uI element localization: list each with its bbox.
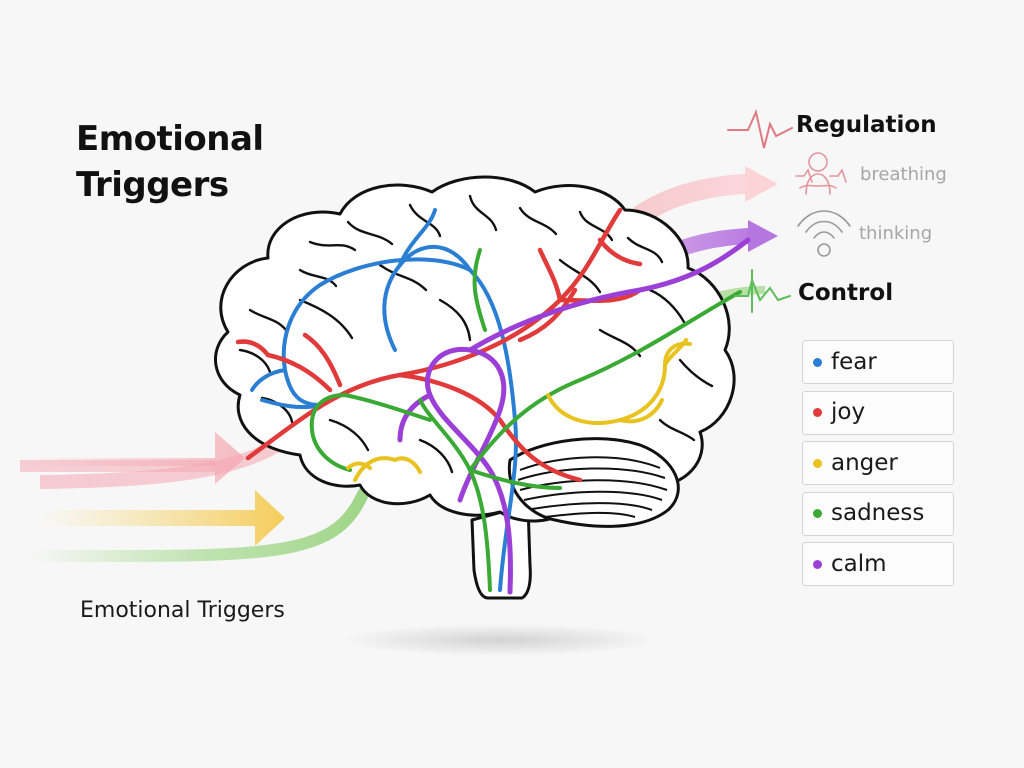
legend-dot-anger [813,458,822,468]
legend-item-calm: calm [802,542,954,586]
incoming-arrow-pink [20,432,245,484]
legend-dot-fear [813,357,822,367]
legend-item-sadness: sadness [802,491,954,536]
brain-folds [238,194,714,474]
diagram-title: Emotional Triggers [76,116,316,208]
control-heading: Control [798,280,894,306]
thinking-label: thinking [859,223,933,244]
brain-outline [214,175,736,600]
legend-dot-joy [813,408,822,417]
emotion-legend: fear joy anger sadness calm [802,340,954,593]
legend-label-joy: joy [831,399,866,425]
sadness-pathway [309,248,742,592]
legend-dot-sadness [813,509,822,518]
fear-pathway [250,208,519,592]
emotion-pathways [235,207,751,595]
legend-label-sadness: sadness [831,500,925,526]
legend-item-joy: joy [802,390,954,435]
regulation-heading: Regulation [796,112,937,138]
anger-pathway [346,338,692,482]
legend-dot-calm [813,559,822,569]
title-line-1: Emotional [76,119,264,159]
heartbeat-icon [727,108,793,149]
legend-label-fear: fear [831,348,877,375]
diagram-caption: Emotional Triggers [80,598,285,623]
legend-item-anger: anger [802,441,954,485]
breathing-label: breathing [860,164,947,185]
incoming-arrow-yellow [40,490,285,546]
legend-label-anger: anger [831,449,898,476]
signal-waves-icon [797,210,851,257]
title-line-2: Triggers [76,165,229,205]
meditating-person-icon [795,152,847,195]
brain-shadow [340,624,660,656]
calm-pathway [397,237,751,595]
legend-item-fear: fear [802,340,954,384]
pulse-check-icon [734,269,791,313]
legend-label-calm: calm [831,550,887,577]
